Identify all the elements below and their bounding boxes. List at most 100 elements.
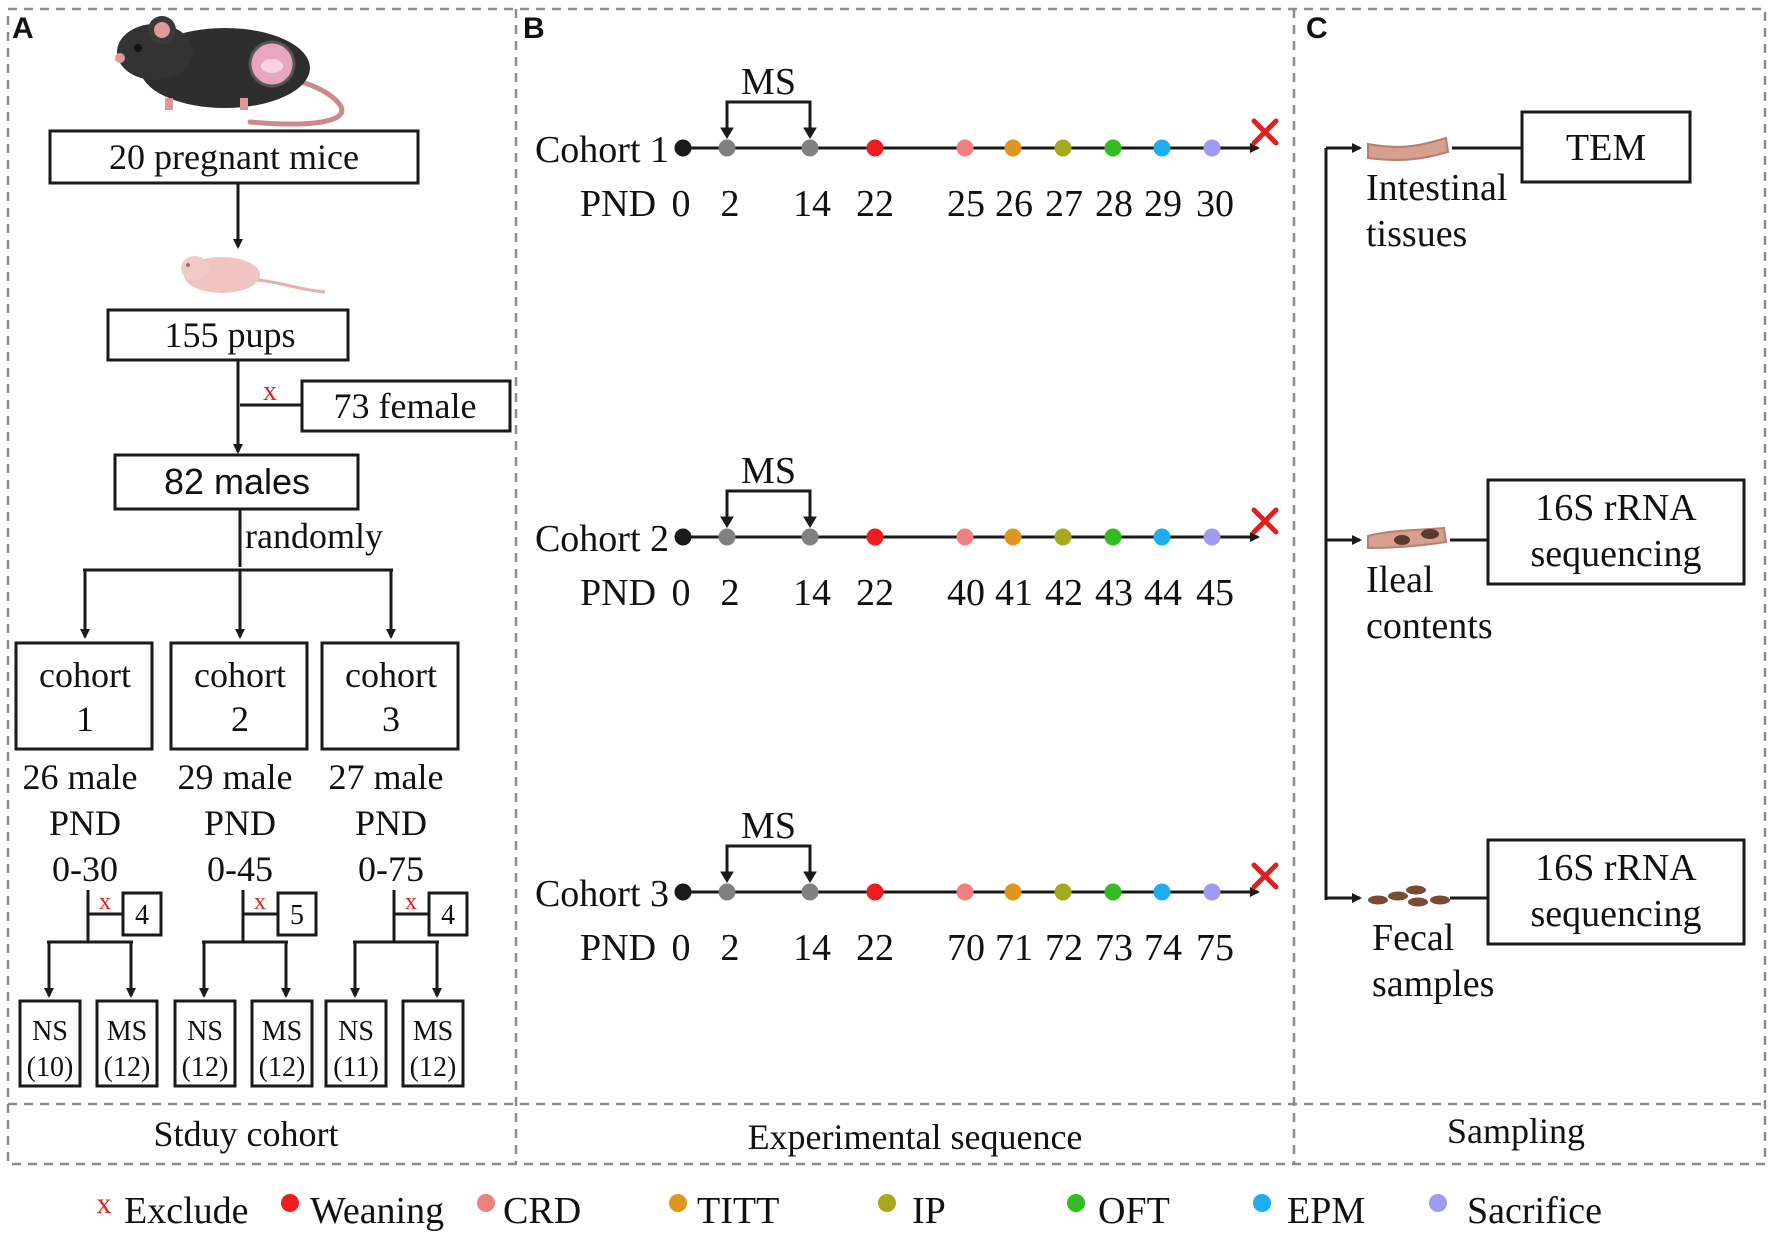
ms-bracket-arrow-start: [720, 871, 734, 883]
legend-item: IP: [878, 1190, 946, 1232]
timeline-point: [674, 139, 692, 157]
ns-label: NS: [32, 1016, 68, 1047]
timeline-point: [718, 883, 736, 901]
box-pregnant-mice: [48, 129, 420, 185]
cohort-label: Cohort 2: [535, 518, 669, 560]
caption-sampling: Sampling: [1447, 1111, 1585, 1151]
timeline-point: [1054, 528, 1072, 546]
ns-label: NS: [338, 1016, 374, 1047]
cohort-pnd-range: 0-75: [358, 849, 424, 889]
method-label-line1: 16S rRNA: [1535, 847, 1697, 889]
ms-bracket: [725, 844, 812, 880]
day-label: 73: [1095, 927, 1133, 969]
panel-letter-a: A: [12, 12, 34, 45]
legend-item: Weaning: [281, 1190, 444, 1232]
ms-count: (12): [259, 1052, 306, 1083]
timeline-point: [1104, 139, 1122, 157]
panel-letter-b: B: [523, 12, 545, 45]
tissue-label-line2: contents: [1366, 605, 1493, 647]
end-exclude-mark: [1251, 507, 1279, 535]
legend-swatch: [477, 1194, 495, 1212]
ns-count: (11): [333, 1052, 379, 1083]
cohort-name: cohort: [39, 655, 131, 695]
method-box: [1486, 838, 1746, 946]
day-label: 22: [856, 572, 894, 614]
ms-bracket: [725, 489, 812, 525]
legend-item: TITT: [669, 1190, 779, 1232]
ms-label: MS: [262, 1016, 302, 1047]
day-label: 0: [672, 572, 691, 614]
timeline-point: [1004, 139, 1022, 157]
timeline-point: [801, 528, 819, 546]
day-label: 2: [721, 572, 740, 614]
label-female: 73 female: [334, 386, 477, 426]
excluded-count: 4: [441, 900, 455, 931]
box-pups: [106, 308, 350, 362]
day-label: 44: [1144, 572, 1182, 614]
intestine-image: [1367, 136, 1450, 161]
ms-count: (12): [410, 1052, 457, 1083]
cohort-pnd-range: 0-45: [207, 849, 273, 889]
timeline-point: [674, 528, 692, 546]
ns-group-box: [18, 999, 82, 1088]
method-label-line2: sequencing: [1531, 893, 1702, 935]
day-label: 70: [947, 927, 985, 969]
ms-label: MS: [741, 450, 796, 492]
ileal-contents-image: [1367, 526, 1448, 550]
legend-label: OFT: [1098, 1190, 1170, 1232]
label-pups: 155 pups: [164, 315, 295, 355]
exclude-mark: x: [405, 889, 417, 915]
ms-bracket-arrow-start: [720, 127, 734, 139]
pnd-label: PND: [580, 927, 656, 969]
timeline-point: [866, 528, 884, 546]
day-label: 28: [1095, 183, 1133, 225]
ns-group-box: [324, 999, 388, 1088]
timeline-point: [718, 528, 736, 546]
ms-label: MS: [107, 1016, 147, 1047]
timeline-point: [1203, 883, 1221, 901]
tissue-label-line1: Intestinal: [1366, 167, 1507, 209]
day-label: 14: [793, 183, 831, 225]
legend-label: CRD: [503, 1190, 581, 1232]
timeline-point: [1153, 139, 1171, 157]
day-label: 41: [995, 572, 1033, 614]
excluded-count-box: [427, 891, 469, 937]
day-label: 14: [793, 927, 831, 969]
panel-letter-c: C: [1306, 12, 1328, 45]
timeline-point: [801, 883, 819, 901]
timeline-point: [674, 883, 692, 901]
cohort-label: Cohort 3: [535, 873, 669, 915]
timeline-point: [866, 883, 884, 901]
ms-label: MS: [413, 1016, 453, 1047]
fecal-pellets-image: [1368, 885, 1450, 907]
legend-label: Weaning: [310, 1190, 444, 1232]
panel-a: 20 pregnant mice 155 pups x 73 female 82…: [14, 16, 512, 1088]
legend-label: Exclude: [124, 1190, 249, 1232]
ms-label: MS: [741, 61, 796, 103]
end-exclude-mark: [1251, 862, 1279, 890]
pup-image: [181, 256, 326, 294]
panel-borders: [6, 7, 1767, 1166]
box-males: [113, 453, 360, 511]
timeline-point: [801, 139, 819, 157]
day-label: 2: [721, 927, 740, 969]
day-label: 72: [1045, 927, 1083, 969]
ms-bracket-arrow-start: [720, 516, 734, 528]
day-label: 14: [793, 572, 831, 614]
timeline-point: [956, 883, 974, 901]
legend-item: EPM: [1253, 1190, 1365, 1232]
pregnant-mouse-image: [115, 16, 345, 127]
legend-swatch: [281, 1194, 299, 1212]
pnd-label: PND: [580, 572, 656, 614]
caption-study-cohort: Stduy cohort: [154, 1114, 339, 1154]
day-label: 25: [947, 183, 985, 225]
day-label: 30: [1196, 183, 1234, 225]
legend-label: Sacrifice: [1467, 1190, 1602, 1232]
